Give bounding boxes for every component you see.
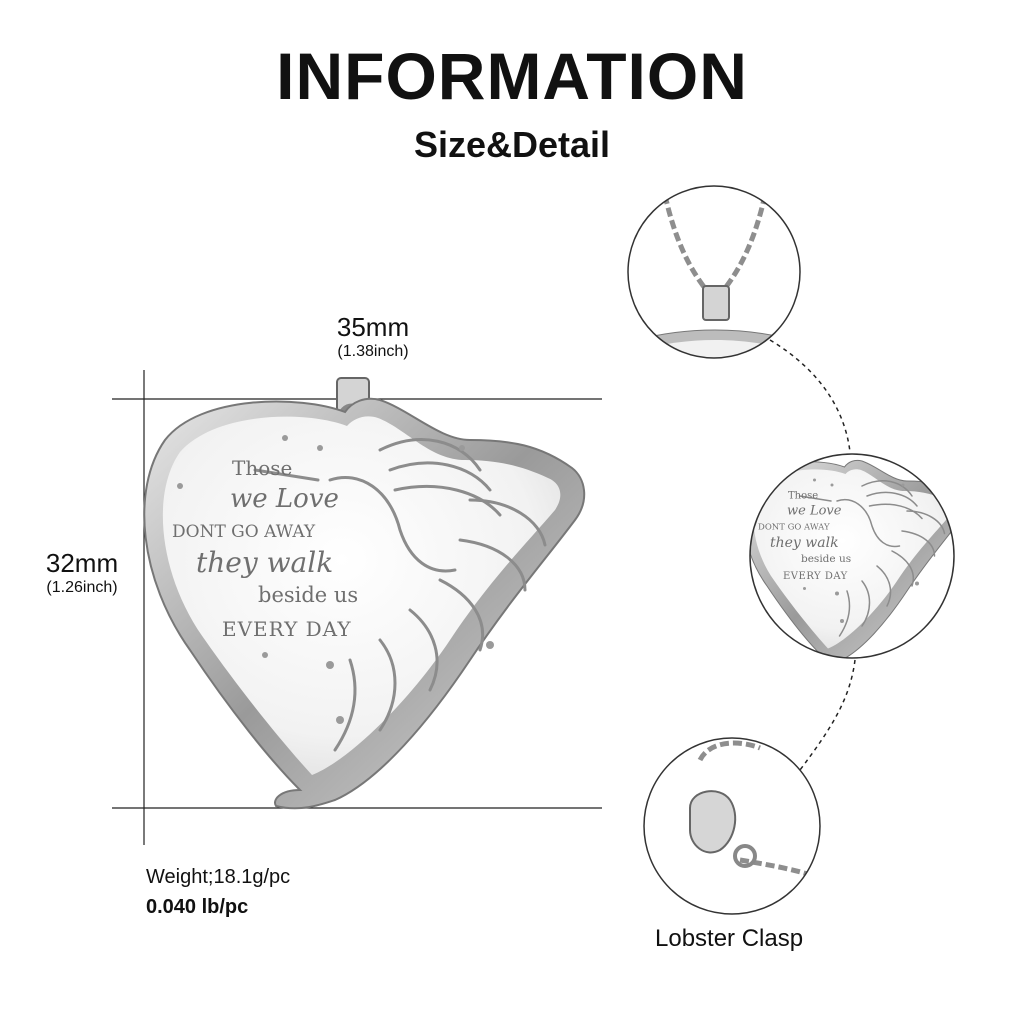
detail-chain-top (627, 185, 801, 359)
svg-text:Those: Those (232, 456, 292, 480)
pendant-engraving: Those we Love DONT GO AWAY they walk bes… (172, 456, 358, 641)
heart-pendant (142, 397, 586, 810)
weight-metric: Weight;18.1g/pc (146, 866, 291, 888)
height-mm: 32mm (45, 548, 119, 578)
svg-text:we Love: we Love (230, 484, 339, 514)
page-subtitle: Size&Detail (413, 124, 611, 165)
page-title: INFORMATION (276, 39, 748, 113)
detail-pendant-face: Those we Love DONT GO AWAY they walk bes… (749, 453, 955, 659)
width-dimension: 35mm (1.38inch) (318, 312, 428, 361)
height-inch: (1.26inch) (46, 579, 118, 596)
width-mm: 35mm (336, 312, 410, 342)
svg-text:beside us: beside us (801, 553, 851, 565)
width-inch: (1.38inch) (337, 343, 409, 360)
svg-text:DONT GO AWAY: DONT GO AWAY (172, 522, 316, 542)
svg-text:they walk: they walk (770, 535, 839, 551)
svg-text:beside us: beside us (258, 583, 358, 607)
svg-text:EVERY DAY: EVERY DAY (783, 571, 848, 582)
svg-text:DONT GO AWAY: DONT GO AWAY (758, 523, 830, 533)
detail-connectors (769, 339, 856, 771)
weight-imperial: 0.040 lb/pc (146, 896, 249, 918)
svg-text:EVERY DAY: EVERY DAY (222, 617, 352, 641)
height-dimension: 32mm (1.26inch) (28, 548, 136, 597)
clasp-label: Lobster Clasp (655, 925, 804, 952)
svg-text:Those: Those (788, 491, 818, 502)
weight-info: Weight;18.1g/pc 0.040 lb/pc (146, 862, 290, 922)
detail-lobster-clasp (643, 737, 821, 915)
svg-text:we Love: we Love (787, 504, 842, 519)
svg-text:they walk: they walk (196, 546, 333, 579)
